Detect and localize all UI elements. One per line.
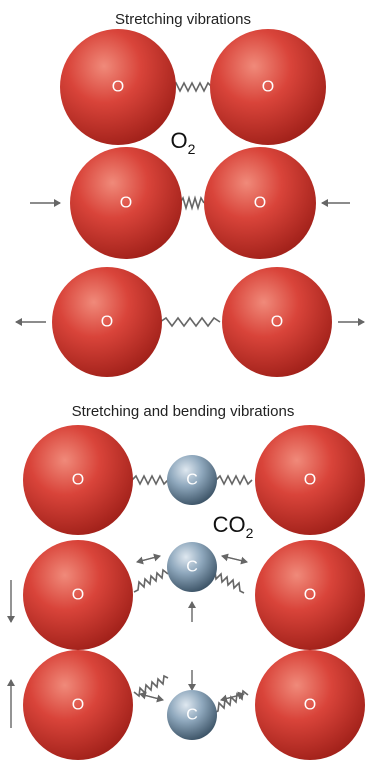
carbon-atom	[167, 455, 217, 505]
carbon-label: C	[186, 472, 198, 489]
oxygen-label: O	[304, 587, 316, 604]
oxygen-label: O	[254, 195, 266, 212]
oxygen-label: O	[262, 79, 274, 96]
spring-o2-row1	[171, 81, 213, 93]
oxygen-atom	[70, 147, 182, 259]
oxygen-atom	[23, 650, 133, 760]
carbon-atom	[167, 542, 217, 592]
arrows	[7, 199, 365, 728]
oxygen-label: O	[271, 314, 283, 331]
o2-row-1: O O	[60, 29, 326, 145]
o2-row-3: O O	[52, 267, 332, 377]
oxygen-atom	[204, 147, 316, 259]
oxygen-label: O	[120, 195, 132, 212]
spring-o2-row2	[179, 195, 205, 211]
oxygen-label: O	[72, 472, 84, 489]
oxygen-atom	[52, 267, 162, 377]
spring-co2-row3-left	[133, 674, 169, 698]
oxygen-atom	[60, 29, 176, 145]
oxygen-atom	[23, 540, 133, 650]
co2-row-1: O C O	[23, 425, 365, 535]
oxygen-label: O	[101, 314, 113, 331]
label-co2: CO2	[213, 512, 254, 541]
oxygen-label: O	[72, 587, 84, 604]
spring-co2-row1-left	[131, 474, 169, 486]
co2-row-3: O C O	[23, 650, 365, 760]
oxygen-atom	[255, 650, 365, 760]
oxygen-atom	[255, 425, 365, 535]
oxygen-atom	[255, 540, 365, 650]
arrow-co2-row3-left-diag-back	[139, 691, 164, 701]
oxygen-atom	[222, 267, 332, 377]
arrow-co2-row2-right-diag-back	[221, 555, 248, 565]
spring-o2-row3	[159, 316, 221, 328]
oxygen-atom	[210, 29, 326, 145]
spring-co2-row2-left	[133, 568, 169, 593]
heading-stretching-bending: Stretching and bending vibrations	[72, 403, 295, 420]
spring-co2-row2-right	[209, 566, 245, 594]
carbon-atom	[167, 690, 217, 740]
oxygen-label: O	[304, 697, 316, 714]
arrow-co2-row2-left-diag-back	[136, 555, 161, 565]
arrow-co2-row3-right-diag-back	[220, 691, 245, 701]
oxygen-label: O	[112, 79, 124, 96]
oxygen-label: O	[72, 697, 84, 714]
label-o2: O2	[171, 128, 196, 157]
heading-stretching: Stretching vibrations	[115, 11, 251, 28]
co2-row-2: O C O	[23, 540, 365, 650]
carbon-label: C	[186, 707, 198, 724]
o2-row-2: O O	[70, 147, 316, 259]
oxygen-label: O	[304, 472, 316, 489]
spring-co2-row1-right	[215, 474, 253, 486]
oxygen-atom	[23, 425, 133, 535]
carbon-label: C	[186, 559, 198, 576]
